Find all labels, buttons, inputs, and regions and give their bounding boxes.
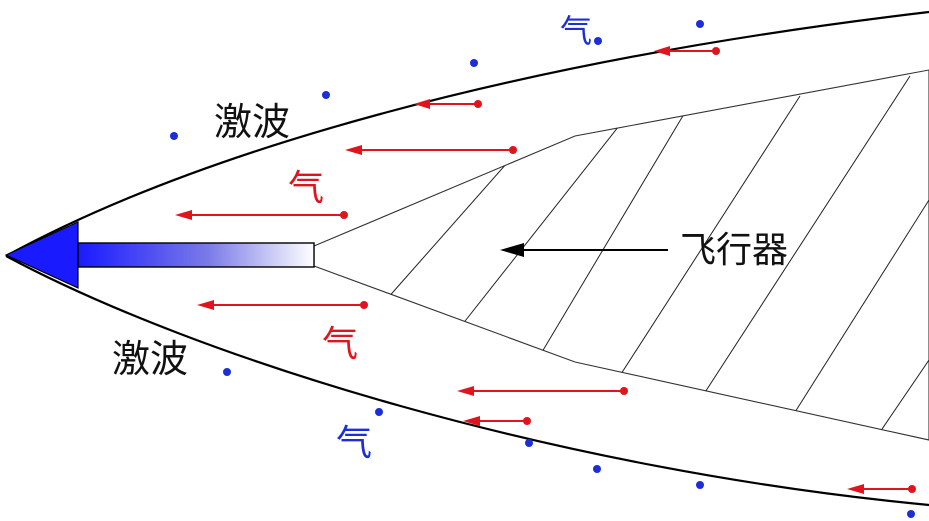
gas-flow-arrow [847, 484, 916, 494]
gas-flow-arrow [345, 145, 517, 155]
gas-particle [696, 481, 704, 489]
gas-label-red-upper: 气 [288, 168, 324, 209]
gas-particle [696, 20, 704, 28]
nose-cone [4, 221, 79, 289]
gas-label-blue-top: 气 [560, 12, 592, 50]
aircraft-body [313, 69, 929, 441]
nose-rod [77, 242, 315, 268]
gas-particle [594, 37, 602, 45]
gas-particles [170, 20, 915, 518]
aircraft-pointer-arrow [500, 243, 668, 257]
gas-flow-arrow [197, 300, 368, 310]
gas-flow-arrow [654, 46, 720, 56]
gas-particle [593, 465, 601, 473]
gas-flow-arrow [457, 386, 628, 396]
gas-flow-arrow [463, 416, 531, 426]
gas-flow-arrows [175, 46, 916, 494]
gas-flow-arrow [175, 210, 348, 220]
aircraft-label: 飞行器 [680, 230, 788, 271]
gas-flow-arrow [414, 99, 482, 109]
gas-particle [170, 132, 178, 140]
shock-label-upper: 激波 [214, 100, 290, 144]
gas-particle [375, 408, 383, 416]
lower-shock-curve [5, 255, 929, 507]
upper-shock-curve [5, 10, 929, 257]
gas-particle [322, 91, 330, 99]
gas-particle [223, 368, 231, 376]
gas-particle [907, 510, 915, 518]
gas-particle [525, 439, 533, 447]
body-hatching [385, 75, 929, 433]
shock-label-lower: 激波 [112, 337, 188, 381]
gas-label-blue-bottom: 气 [336, 423, 372, 464]
gas-particle [470, 59, 478, 67]
gas-label-red-lower: 气 [322, 324, 358, 365]
